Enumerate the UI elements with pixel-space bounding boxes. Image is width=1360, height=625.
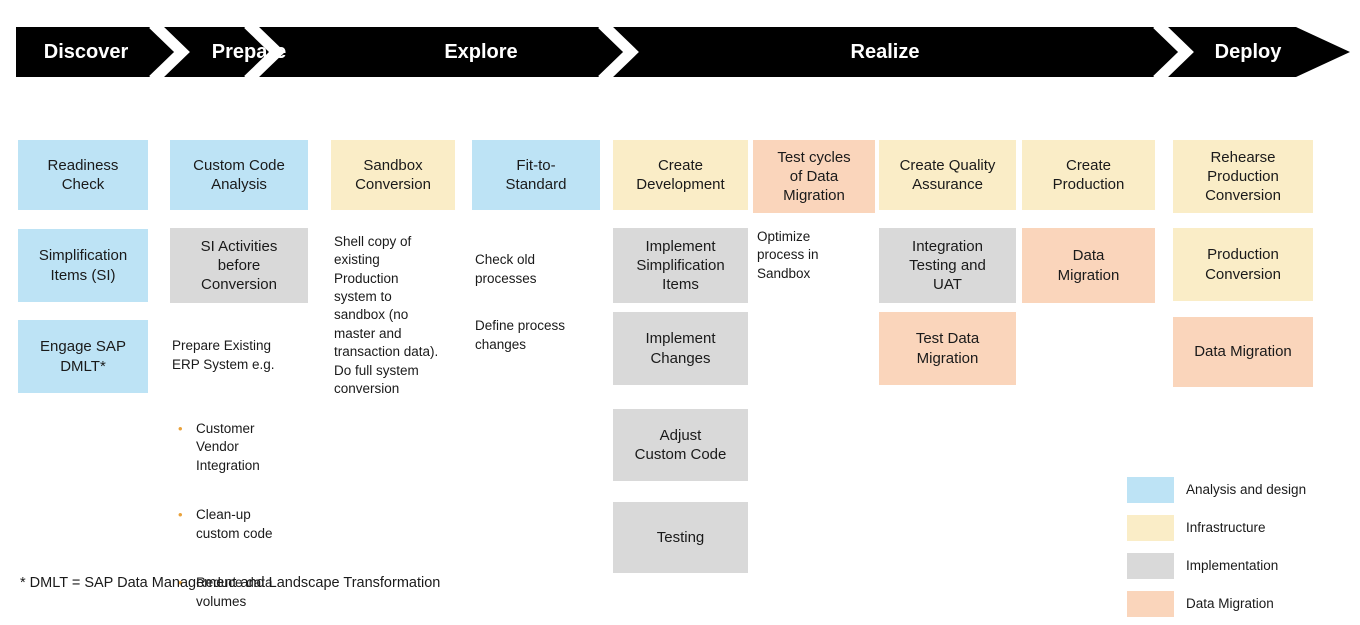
box-data-migration-deploy: Data Migration xyxy=(1173,317,1313,387)
legend-swatch-analysis xyxy=(1127,477,1174,503)
prepare-note: Prepare Existing ERP System e.g. • Custo… xyxy=(172,319,304,625)
box-test-data-migration: Test Data Migration xyxy=(879,312,1016,385)
legend-label: Infrastructure xyxy=(1186,520,1266,535)
phase-separator-icon xyxy=(1153,20,1194,84)
legend-swatch-implementation xyxy=(1127,553,1174,579)
test-cycles-note: Optimize process in Sandbox xyxy=(757,229,819,281)
phase-chevron-band xyxy=(16,20,1350,84)
legend-label: Implementation xyxy=(1186,558,1279,573)
box-sandbox-conversion: Sandbox Conversion xyxy=(331,140,455,210)
box-integration-testing-uat: Integration Testing and UAT xyxy=(879,228,1016,303)
prepare-note-intro: Prepare Existing ERP System e.g. xyxy=(172,338,275,372)
box-custom-code-analysis: Custom Code Analysis xyxy=(170,140,308,210)
box-engage-sap-dmlt: Engage SAP DMLT* xyxy=(18,320,148,393)
legend-item: Data Migration xyxy=(1127,591,1306,617)
fit-note-line: Define process changes xyxy=(475,318,566,352)
dmlt-footnote: * DMLT = SAP Data Management and Landsca… xyxy=(20,575,441,591)
phase-discover: Discover xyxy=(43,41,129,63)
legend-item: Infrastructure xyxy=(1127,515,1306,541)
list-item: • Clean-up custom code xyxy=(178,506,304,543)
phase-separator-icon xyxy=(598,20,639,84)
bullet-icon: • xyxy=(178,507,183,523)
legend: Analysis and design Infrastructure Imple… xyxy=(1127,477,1306,625)
box-implement-changes: Implement Changes xyxy=(613,312,748,385)
legend-item: Implementation xyxy=(1127,553,1306,579)
box-adjust-custom-code: Adjust Custom Code xyxy=(613,409,748,481)
phase-deploy: Deploy xyxy=(1214,41,1282,63)
fit-to-standard-note: Check old processes Define process chang… xyxy=(475,233,600,384)
bullet-text: Reduce data volumes xyxy=(196,575,273,609)
phase-separator-icon xyxy=(244,20,285,84)
box-fit-to-standard: Fit-to- Standard xyxy=(472,140,600,210)
sandbox-note: Shell copy of existing Production system… xyxy=(334,234,439,396)
box-testing: Testing xyxy=(613,502,748,573)
list-item: • Customer Vendor Integration xyxy=(178,420,304,475)
box-readiness-check: Readiness Check xyxy=(18,140,148,210)
box-data-migration-realize: Data Migration xyxy=(1022,228,1155,303)
box-create-development: Create Development xyxy=(613,140,748,210)
box-test-cycles-data-migration: Test cycles of Data Migration xyxy=(753,140,875,213)
phase-prepare: Prepare xyxy=(211,41,287,63)
bullet-text: Customer Vendor Integration xyxy=(196,420,260,473)
box-simplification-items: Simplification Items (SI) xyxy=(18,229,148,302)
phase-realize: Realize xyxy=(850,41,920,63)
bullet-icon: • xyxy=(178,575,183,591)
box-create-production: Create Production xyxy=(1022,140,1155,210)
bullet-text: Clean-up custom code xyxy=(196,507,273,541)
box-rehearse-production-conversion: Rehearse Production Conversion xyxy=(1173,140,1313,213)
list-item: • Reduce data volumes xyxy=(178,574,304,611)
fit-note-line: Check old processes xyxy=(475,252,537,286)
legend-swatch-data-migration xyxy=(1127,591,1174,617)
box-create-quality-assurance: Create Quality Assurance xyxy=(879,140,1016,210)
legend-swatch-infrastructure xyxy=(1127,515,1174,541)
box-implement-simplification-items: Implement Simplification Items xyxy=(613,228,748,303)
phase-separator-icon xyxy=(149,20,190,84)
legend-label: Analysis and design xyxy=(1186,482,1307,497)
bullet-icon: • xyxy=(178,420,183,436)
prepare-bullet-list: • Customer Vendor Integration • Clean-up… xyxy=(172,401,304,625)
phase-band-shape xyxy=(16,27,1350,77)
phase-explore: Explore xyxy=(444,41,518,63)
legend-label: Data Migration xyxy=(1186,596,1274,611)
box-production-conversion: Production Conversion xyxy=(1173,228,1313,301)
legend-item: Analysis and design xyxy=(1127,477,1306,503)
box-si-activities: SI Activities before Conversion xyxy=(170,228,308,303)
